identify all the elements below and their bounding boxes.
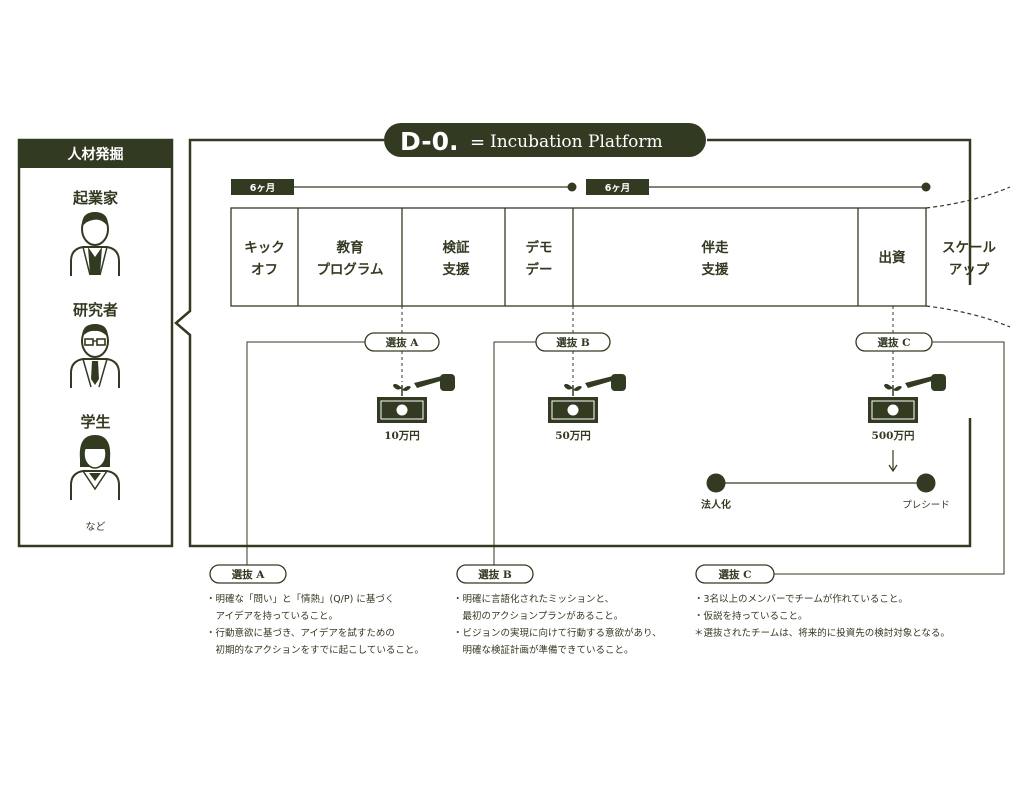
talent-etc: など xyxy=(86,521,106,533)
funding-50man: 50万円 xyxy=(548,374,626,442)
selection-pill-c: 選抜 C xyxy=(855,332,933,352)
funding-amount-a: 10万円 xyxy=(384,430,420,442)
talent-header: 人材発掘 xyxy=(68,146,124,163)
criteria-a-item2-line2: 初期的なアクションをすでに起こしていること。 xyxy=(206,645,424,656)
criteria-a-item1-line2: アイデアを持っていること。 xyxy=(206,611,339,622)
stage-verification-line1: 検証 xyxy=(443,239,470,256)
selection-label-b: 選抜 B xyxy=(556,336,590,349)
selection-pill-b: 選抜 B xyxy=(535,332,611,352)
criteria-b-item2-line2: 明確な検証計画が準備できていること。 xyxy=(453,645,634,656)
plant-icon xyxy=(393,383,411,396)
person-label-entrepreneur: 起業家 xyxy=(72,189,118,207)
criteria-notes-b: ・明確に言語化されたミッションと、 最初のアクションプランがあること。 ・ビジョ… xyxy=(453,591,662,659)
title-eq: = xyxy=(470,132,485,153)
watering-can-icon xyxy=(585,374,626,391)
watering-can-icon xyxy=(414,374,455,391)
criteria-pill-b: 選抜 B xyxy=(456,564,534,584)
criteria-b-item1-line1: ・明確に言語化されたミッションと、 xyxy=(453,594,615,605)
person-label-student: 学生 xyxy=(80,413,110,431)
criteria-a-item2-line1: ・行動意欲に基づき、アイデアを試すための xyxy=(206,628,395,639)
person-icon xyxy=(70,212,120,276)
milestone-dot-incorporation xyxy=(706,473,726,493)
stage-verification-line2: 支援 xyxy=(442,261,470,278)
criteria-b-item2-line1: ・ビジョンの実現に向けて行動する意欲があり、 xyxy=(453,628,662,639)
stage-investment: 出資 xyxy=(879,249,907,266)
title-text: Incubation Platform xyxy=(490,132,663,152)
money-icon xyxy=(548,397,598,423)
criteria-notes-a: ・明確な「問い」と「情熱」(Q/P) に基づく アイデアを持っていること。 ・行… xyxy=(206,591,424,659)
arrow-down-icon xyxy=(888,450,898,473)
stage-scaleup-line1: スケール xyxy=(942,240,996,256)
watering-can-icon xyxy=(905,374,946,391)
funding-500man: 500万円 xyxy=(868,374,946,473)
stage-education-line2: プログラム xyxy=(316,261,383,278)
selection-label-c: 選抜 C xyxy=(877,336,910,349)
title-badge: D-0. = Incubation Platform xyxy=(384,123,706,157)
criteria-c-item2: ・仮説を持っていること。 xyxy=(694,611,808,622)
criteria-pill-c: 選抜 C xyxy=(695,564,775,584)
stage-table: キック オフ 教育 プログラム 検証 支援 デモ デー 伴走 支援 出資 スケー… xyxy=(230,186,1011,328)
plant-icon xyxy=(564,383,582,396)
criteria-b-item1-line2: 最初のアクションプランがあること。 xyxy=(453,611,624,622)
stage-kickoff-line1: キック xyxy=(244,240,285,256)
selection-pill-a: 選抜 A xyxy=(364,332,440,352)
milestone-dot-preseed xyxy=(916,473,936,493)
criteria-label-b: 選抜 B xyxy=(478,568,512,581)
person-label-researcher: 研究者 xyxy=(73,301,118,319)
milestone-incorporation: 法人化 xyxy=(701,498,731,511)
platform-frame xyxy=(174,138,972,548)
stage-education-line1: 教育 xyxy=(337,239,364,256)
money-icon xyxy=(377,397,427,423)
funding-10man: 10万円 xyxy=(377,374,455,442)
stage-scaleup-line2: アップ xyxy=(949,262,990,278)
stage-demoday-line1: デモ xyxy=(526,239,553,256)
talent-panel: 人材発掘 起業家 研究者 学生 な xyxy=(17,138,174,548)
stage-kickoff-line2: オフ xyxy=(251,262,278,278)
milestone-preseed: プレシード xyxy=(902,500,950,511)
milestone-timeline: 法人化 プレシード xyxy=(701,473,950,511)
person-icon xyxy=(70,324,120,388)
criteria-c-item3: ＊選抜されたチームは、将来的に投資先の検討対象となる。 xyxy=(694,628,950,639)
duration-bars: 6ヶ月 6ヶ月 xyxy=(231,179,931,195)
selection-label-a: 選抜 A xyxy=(386,336,420,349)
funding-amount-b: 50万円 xyxy=(555,430,591,442)
plant-icon xyxy=(884,383,902,396)
person-icon xyxy=(70,435,120,500)
criteria-label-c: 選抜 C xyxy=(718,568,751,581)
stage-demoday-line2: デー xyxy=(526,261,553,278)
duration-label-1: 6ヶ月 xyxy=(250,183,276,194)
funding-amount-c: 500万円 xyxy=(872,430,915,442)
criteria-label-a: 選抜 A xyxy=(232,568,266,581)
duration-label-2: 6ヶ月 xyxy=(605,183,631,194)
selection-connectors xyxy=(246,306,1005,575)
logo-text: D-0. xyxy=(400,127,458,156)
stage-accompany-line2: 支援 xyxy=(701,261,730,278)
money-icon xyxy=(868,397,918,423)
criteria-c-item1: ・3名以上のメンバーでチームが作れていること。 xyxy=(694,594,908,605)
criteria-a-item1-line1: ・明確な「問い」と「情熱」(Q/P) に基づく xyxy=(206,594,395,605)
stage-accompany-line1: 伴走 xyxy=(701,239,730,256)
criteria-notes-c: ・3名以上のメンバーでチームが作れていること。 ・仮説を持っていること。 ＊選抜… xyxy=(694,591,950,642)
criteria-pill-a: 選抜 A xyxy=(209,564,287,584)
